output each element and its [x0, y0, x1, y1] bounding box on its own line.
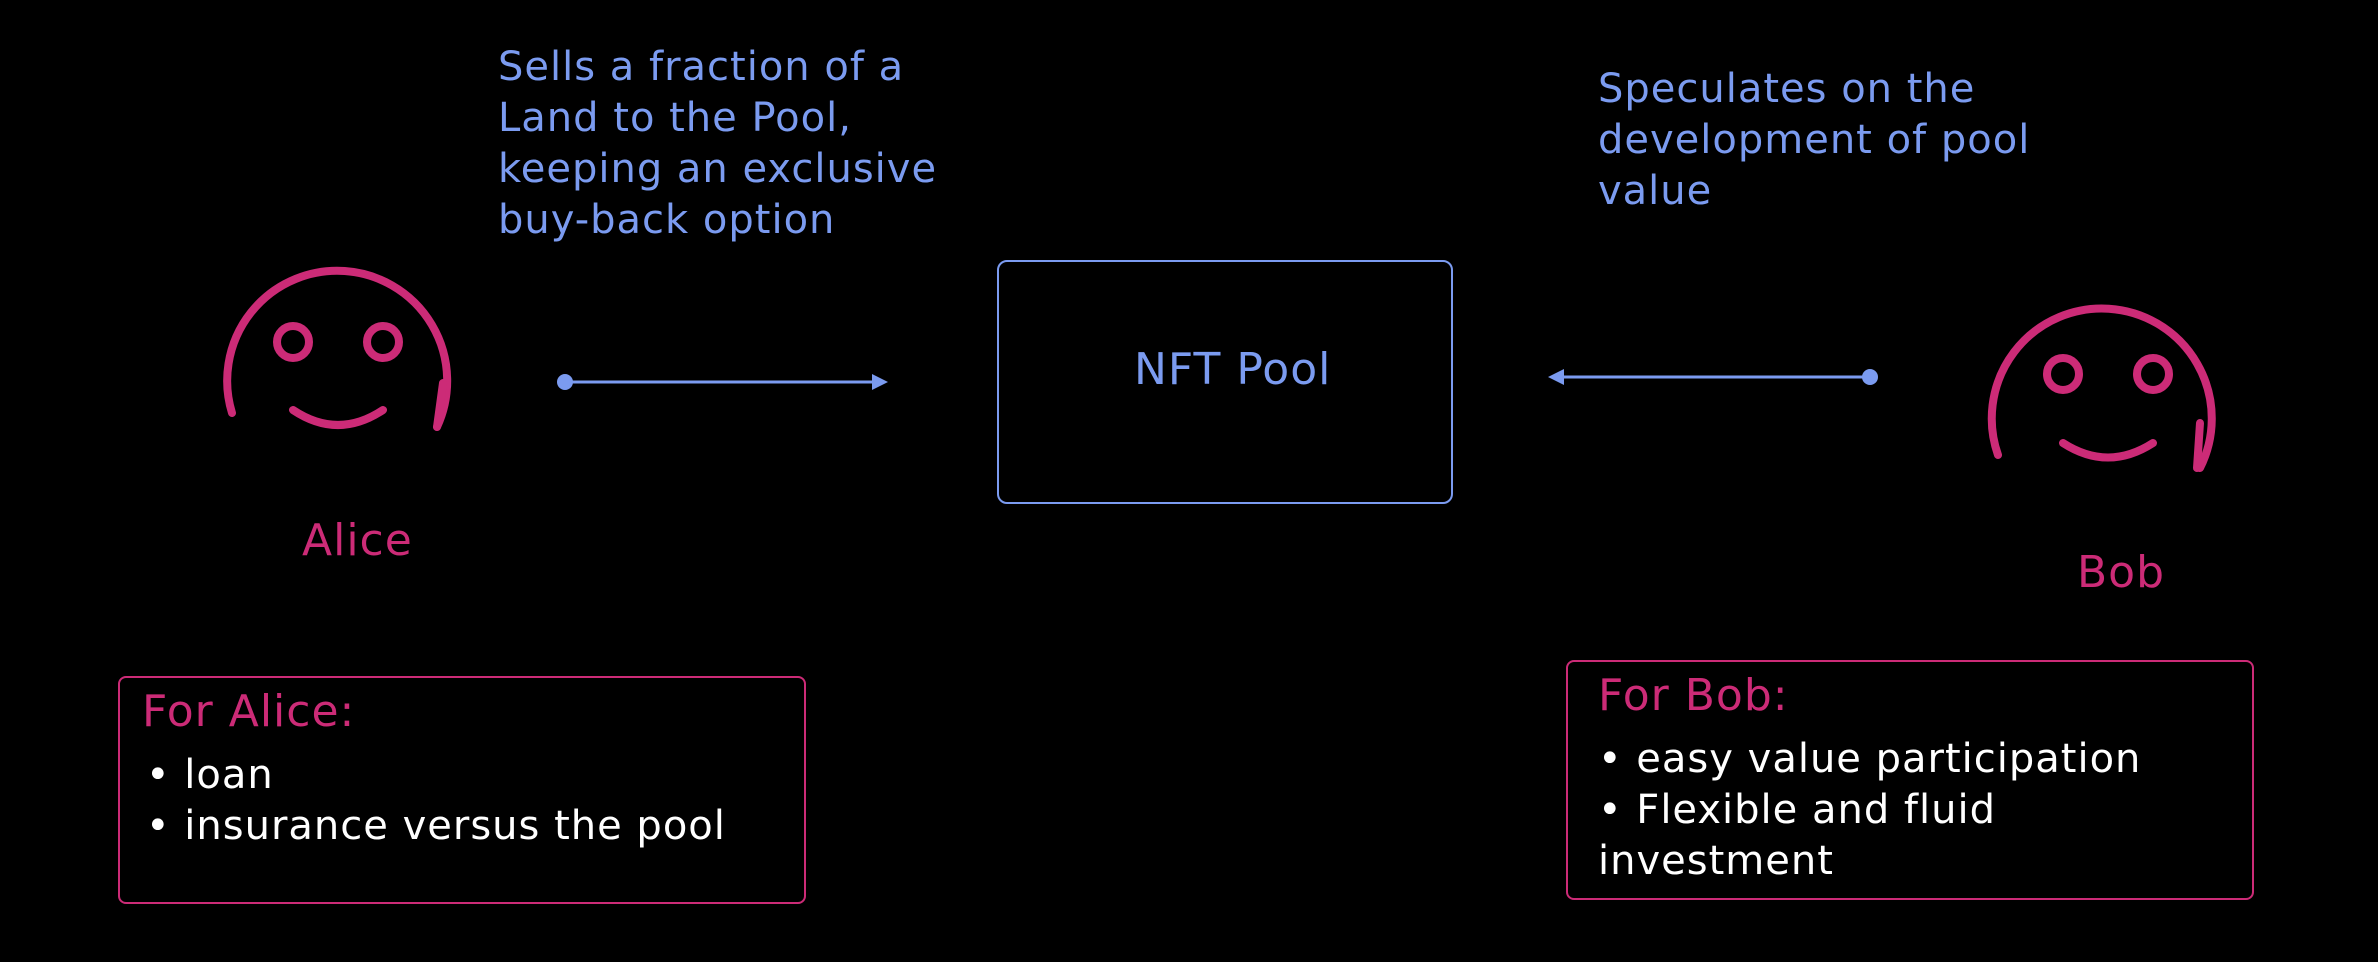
bob-description-line: Speculates on the [1598, 66, 1976, 112]
bob-description-line: development of pool [1598, 117, 2031, 163]
alice-description-line: Land to the Pool, [498, 95, 852, 141]
alice-description-line: keeping an exclusive [498, 146, 938, 192]
bob-benefits-title: For Bob: [1598, 670, 1789, 721]
arrow-right-icon [557, 374, 888, 390]
bob-name: Bob [2077, 547, 2166, 598]
bob-description-line: value [1598, 168, 1713, 214]
bob-benefits-box: For Bob: • easy value participation • Fl… [1566, 660, 2254, 900]
alice-benefits-title: For Alice: [142, 686, 356, 737]
list-item: • Flexible and fluid [1598, 787, 1996, 833]
bob-smiley-face-icon [1987, 304, 2216, 472]
list-item: • loan [146, 752, 274, 798]
alice-name: Alice [302, 515, 413, 566]
list-item: investment [1598, 838, 1834, 884]
arrow-left-icon [1548, 369, 1878, 385]
bob-description: Speculates on the development of pool va… [1598, 64, 2030, 217]
alice-description-line: buy-back option [498, 197, 836, 243]
alice-smiley-face-icon [223, 266, 452, 431]
nft-pool-box: NFT Pool [997, 260, 1453, 504]
list-item: • insurance versus the pool [146, 803, 726, 849]
bob-benefits-list: • easy value participation • Flexible an… [1598, 734, 2141, 887]
nft-pool-label: NFT Pool [1134, 344, 1332, 395]
list-item: • easy value participation [1598, 736, 2142, 782]
alice-benefits-list: • loan • insurance versus the pool [146, 750, 726, 852]
alice-description: Sells a fraction of a Land to the Pool, … [498, 42, 937, 246]
alice-benefits-box: For Alice: • loan • insurance versus the… [118, 676, 806, 904]
alice-description-line: Sells a fraction of a [498, 44, 905, 90]
